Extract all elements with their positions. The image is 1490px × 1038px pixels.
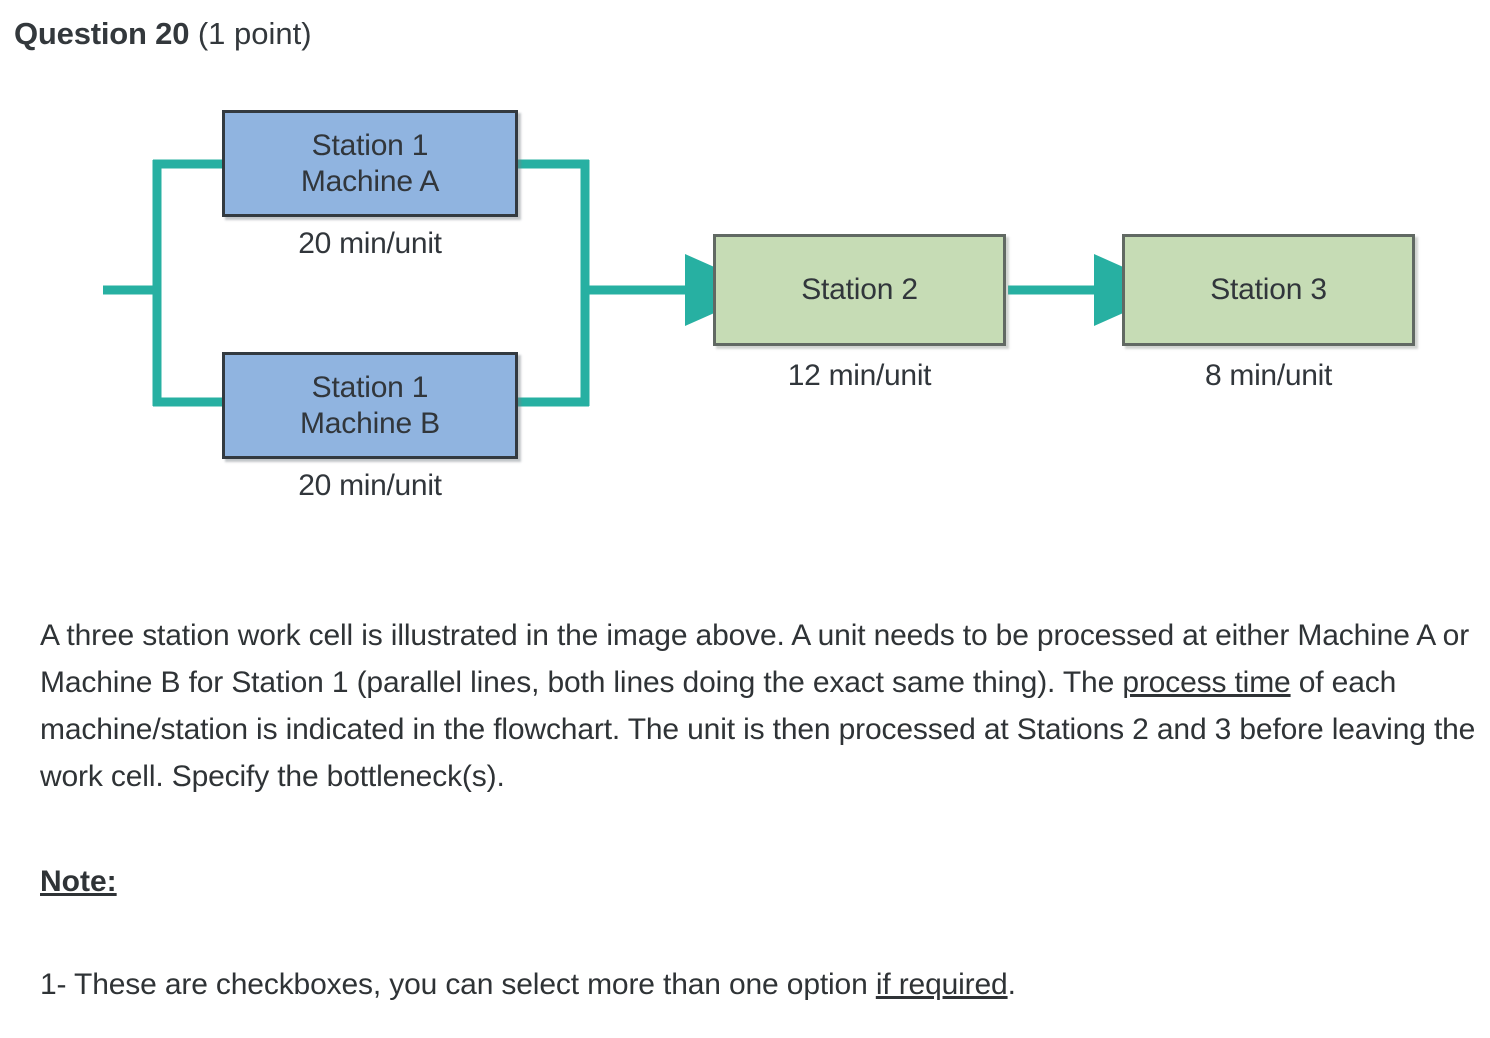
prompt-text-part-2: of each machine/station is indicated in … bbox=[40, 666, 1476, 793]
node-label: Station 3 bbox=[1210, 273, 1327, 307]
question-points: (1 point) bbox=[189, 16, 312, 51]
process-time-station-2: 12 min/unit bbox=[787, 359, 932, 392]
node-label: Station 1 Machine A bbox=[300, 129, 440, 198]
node-station-3: Station 3 bbox=[1122, 234, 1415, 346]
node-station-1-machine-b: Station 1 Machine B bbox=[222, 352, 518, 459]
flowchart-connectors bbox=[103, 159, 1175, 407]
process-time-machine-a: 20 min/unit bbox=[298, 227, 442, 260]
note-text-part-1: 1- These are checkboxes, you can select … bbox=[40, 968, 876, 1001]
work-cell-flowchart: Station 1 Machine A 20 min/unit Station … bbox=[0, 90, 1490, 550]
process-time-machine-b: 20 min/unit bbox=[298, 469, 442, 502]
prompt-text-part-1: A three station work cell is illustrated… bbox=[40, 619, 1470, 699]
process-time-station-3: 8 min/unit bbox=[1204, 359, 1333, 392]
note-emphasis-if-required: if required bbox=[875, 968, 1008, 1001]
page-title: Question 20 (1 point) bbox=[14, 14, 312, 54]
note-item-1: 1- These are checkboxes, you can select … bbox=[40, 963, 1470, 1007]
node-label: Station 1 Machine B bbox=[300, 371, 440, 440]
note-text-part-2: . bbox=[1007, 968, 1016, 1001]
question-prompt: A three station work cell is illustrated… bbox=[40, 612, 1485, 800]
prompt-emphasis-process-time: process time bbox=[1122, 666, 1291, 699]
node-station-2: Station 2 bbox=[713, 234, 1006, 346]
question-number: Question 20 bbox=[14, 16, 190, 51]
note-heading: Note: bbox=[40, 865, 117, 898]
node-station-1-machine-a: Station 1 Machine A bbox=[222, 110, 518, 217]
node-label: Station 2 bbox=[801, 273, 918, 307]
